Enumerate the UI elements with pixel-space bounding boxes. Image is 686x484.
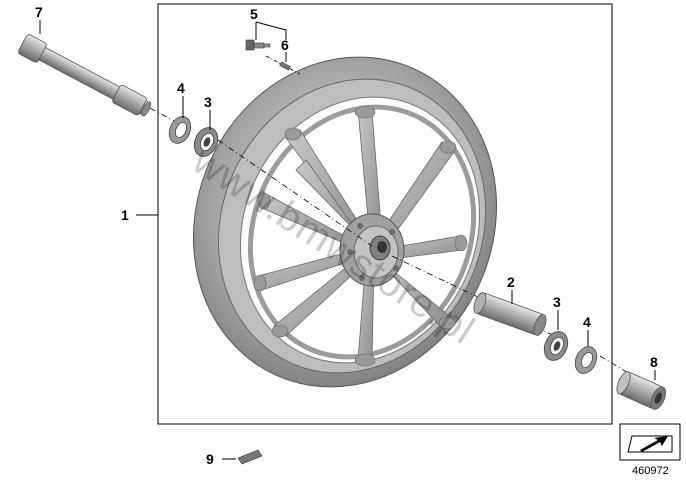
callout-3-left: 3 — [204, 94, 212, 110]
callout-9: 9 — [206, 451, 214, 467]
callout-8: 8 — [650, 354, 658, 370]
arrow-icon — [619, 423, 681, 461]
spacer-drawing[interactable] — [471, 291, 548, 337]
axle-drawing[interactable] — [18, 34, 155, 121]
seal-ring-left[interactable] — [165, 113, 195, 147]
callout-4-left: 4 — [177, 80, 185, 96]
leader-lines — [39, 20, 656, 460]
wheel-drawing[interactable] — [141, 8, 548, 435]
callout-6: 6 — [281, 37, 289, 53]
bearing-left[interactable] — [190, 124, 222, 160]
bearing-right[interactable] — [540, 328, 572, 364]
callout-7: 7 — [35, 4, 43, 20]
balance-weight-drawing[interactable] — [237, 449, 263, 465]
valve-insert-drawing[interactable] — [279, 61, 291, 71]
callout-labels: 7 4 3 5 6 1 2 3 4 8 9 — [35, 4, 658, 467]
callout-2: 2 — [507, 274, 515, 290]
callout-4-right: 4 — [583, 314, 591, 330]
part-frame — [157, 3, 613, 425]
seal-ring-right[interactable] — [571, 343, 601, 377]
valve-drawing[interactable] — [245, 39, 271, 51]
reference-number: 460972 — [632, 465, 669, 477]
collar-drawing[interactable] — [614, 370, 669, 412]
callout-5: 5 — [250, 6, 258, 22]
callout-1: 1 — [121, 207, 129, 223]
callout-3-right: 3 — [553, 294, 561, 310]
